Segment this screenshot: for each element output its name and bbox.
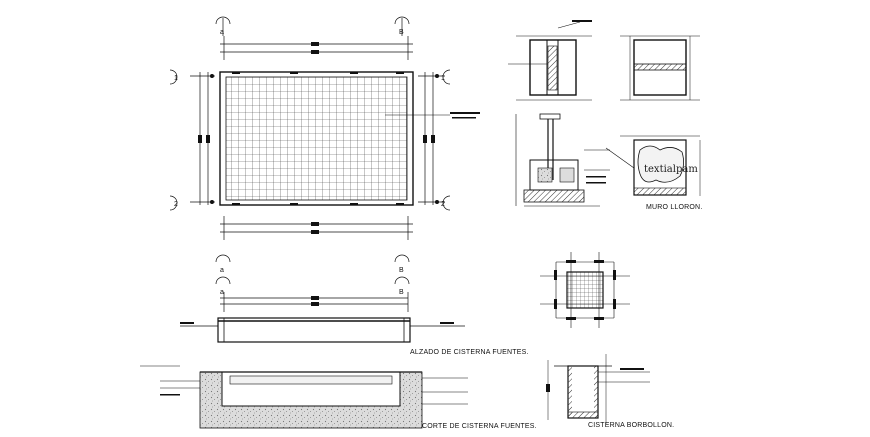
axis-label-a-top: a <box>220 29 224 36</box>
axis-label-b-top: B <box>399 29 404 36</box>
label-muro-lloron: MURO LLORON. <box>646 204 703 211</box>
axis-label-2-left: 2 <box>174 201 178 208</box>
axis-label-a-elev1: a <box>220 267 224 274</box>
fountain-section-detail <box>515 113 610 207</box>
plan-view: a B 1 2 1 2 <box>169 16 480 240</box>
borbollon-section <box>546 354 650 424</box>
muro-lloron-detail: textialpam <box>605 135 701 196</box>
axis-label-b-elev1: B <box>399 267 404 274</box>
axis-label-a-elev2: a <box>220 289 224 296</box>
watermark-text: textialpam <box>644 164 698 175</box>
label-corte-cisterna: CORTE DE CISTERNA FUENTES. <box>422 423 537 430</box>
detail-column-square <box>508 20 592 101</box>
borbollon-plan <box>540 252 630 328</box>
axis-label-2-right: 2 <box>441 201 445 208</box>
axis-label-b-elev2: B <box>399 289 404 296</box>
axis-label-1-right: 1 <box>441 75 445 82</box>
section-view <box>140 365 468 429</box>
label-alzado-cisterna: ALZADO DE CISTERNA FUENTES. <box>410 349 529 356</box>
label-cisterna-borbollon: CISTERNA BORBOLLON. <box>588 422 675 429</box>
axis-label-1-left: 1 <box>174 75 178 82</box>
elevation-view: a B a B <box>180 254 465 343</box>
detail-beam-square <box>620 35 700 101</box>
